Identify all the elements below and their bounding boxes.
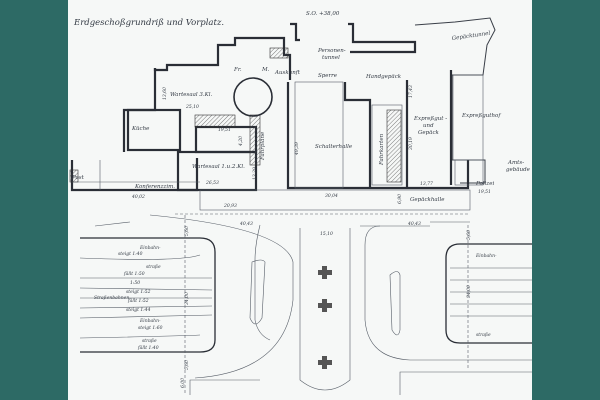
road-label: steigt 1:40 bbox=[118, 251, 143, 257]
dim: 25,10 bbox=[185, 104, 199, 110]
road-label: straße bbox=[142, 338, 157, 344]
road-label: steigt 1:60 bbox=[138, 325, 163, 331]
label-expressguthof: Expreßguthof bbox=[461, 113, 501, 119]
dim: 13,60 bbox=[162, 87, 168, 100]
label-auskunft: Auskunft bbox=[274, 70, 301, 76]
road-label: steigt 1:52 bbox=[126, 289, 151, 295]
label-personentunnel: Personen- bbox=[317, 48, 346, 54]
label-konferenzzimmer: Konferenzzim. bbox=[134, 184, 175, 190]
label-amtsgebaeude: Amts- bbox=[507, 160, 524, 166]
label-fahrkarten: Fahrkarten bbox=[379, 133, 385, 166]
dim: 34,00 bbox=[466, 285, 472, 298]
dim: 19,51 bbox=[218, 127, 231, 133]
road-label: straße bbox=[146, 264, 161, 270]
label-kueche: Küche bbox=[131, 126, 150, 132]
lamp-post-icon bbox=[318, 299, 332, 312]
dim: 49,39 bbox=[294, 142, 300, 156]
label-elevation: S.O. +38,00 bbox=[306, 11, 340, 17]
road-label: Einbahn- bbox=[139, 245, 161, 251]
dim: 13,77 bbox=[420, 181, 433, 187]
road-label: 1:50 bbox=[130, 280, 140, 286]
dim: 5,60 bbox=[184, 226, 190, 236]
dim: 5,60 bbox=[184, 360, 190, 370]
label-gepaeckhalle: Gepäckhalle bbox=[410, 197, 445, 203]
dim: 17,43 bbox=[408, 85, 414, 98]
direction-arrow-icon bbox=[94, 221, 131, 227]
lamp-post-icon bbox=[318, 266, 332, 279]
road-label: Einbahn- bbox=[139, 318, 161, 324]
dim: 15,10 bbox=[320, 231, 333, 237]
label-fahrplaene: Fahrpläne bbox=[260, 131, 266, 161]
road-label: straße bbox=[476, 332, 491, 338]
road-label: fällt 1:50 bbox=[123, 271, 145, 277]
label-amtsgebaeude-2: gebäude bbox=[506, 167, 531, 173]
label-wartesaal-12: Wartesaal 1.u.2.Kl. bbox=[192, 164, 245, 170]
dim: 40,43 bbox=[239, 221, 253, 227]
road-label: Einbahn- bbox=[475, 253, 497, 259]
label-handgepaeck: Handgepäck bbox=[365, 74, 402, 80]
label-expressgut-3: Gepäck bbox=[418, 130, 440, 136]
dim: 26,53 bbox=[205, 180, 219, 186]
tram-label: Straßenbahnen bbox=[94, 295, 129, 301]
forecourt bbox=[79, 214, 532, 395]
building-walls bbox=[69, 17, 496, 211]
dim: 20,93 bbox=[223, 203, 237, 209]
label-schalterhalle: Schalterhalle bbox=[315, 144, 353, 150]
label-expressgut-2: und bbox=[423, 123, 434, 129]
dim: 40,43 bbox=[407, 221, 421, 227]
dimension-labels: 25,10 13,60 19,51 4,20 49,39 13,29 26,53… bbox=[131, 85, 491, 388]
label-personentunnel-2: tunnel bbox=[322, 55, 340, 61]
dim: 4,20 bbox=[238, 136, 244, 147]
label-expressgut: Expreßgut - bbox=[413, 116, 447, 122]
dim: 13,29 bbox=[252, 167, 258, 180]
label-sperre: Sperre bbox=[318, 73, 338, 79]
label-maenner: M. bbox=[261, 67, 270, 73]
room-labels: S.O. +38,00 Personen- tunnel Gepäcktunne… bbox=[71, 11, 531, 203]
plan-title: Erdgeschoßgrundriß und Vorplatz. bbox=[73, 18, 224, 28]
label-wartesaal-3: Wartesaal 3.Kl. bbox=[170, 92, 213, 98]
dim: 30,04 bbox=[325, 193, 338, 199]
dim: 40,02 bbox=[131, 194, 145, 200]
label-polizei: Polizei bbox=[475, 181, 494, 187]
road-label: fällt 1:52 bbox=[127, 298, 149, 304]
dim: 5,60 bbox=[466, 230, 472, 240]
label-gepaecktunnel: Gepäcktunnel bbox=[451, 31, 490, 42]
dim: 34,00 bbox=[184, 292, 190, 305]
label-post: Post bbox=[71, 175, 85, 181]
floor-plan-drawing: Erdgeschoßgrundriß und Vorplatz. bbox=[69, 11, 532, 395]
dim: 6,90 bbox=[397, 194, 403, 204]
dim: 30,19 bbox=[408, 137, 414, 150]
forecourt-labels: Einbahn- steigt 1:40 straße fällt 1:50 1… bbox=[94, 245, 497, 351]
floor-plan-sheet: Erdgeschoßgrundriß und Vorplatz. bbox=[68, 0, 532, 400]
dim: 19,51 bbox=[478, 189, 491, 195]
lamp-post-icon bbox=[318, 356, 332, 369]
road-label: fällt 1:40 bbox=[137, 345, 159, 351]
label-frauen: Fr. bbox=[233, 67, 242, 73]
road-label: steigt 1:44 bbox=[126, 307, 151, 313]
dim: 6,00 bbox=[180, 378, 186, 388]
